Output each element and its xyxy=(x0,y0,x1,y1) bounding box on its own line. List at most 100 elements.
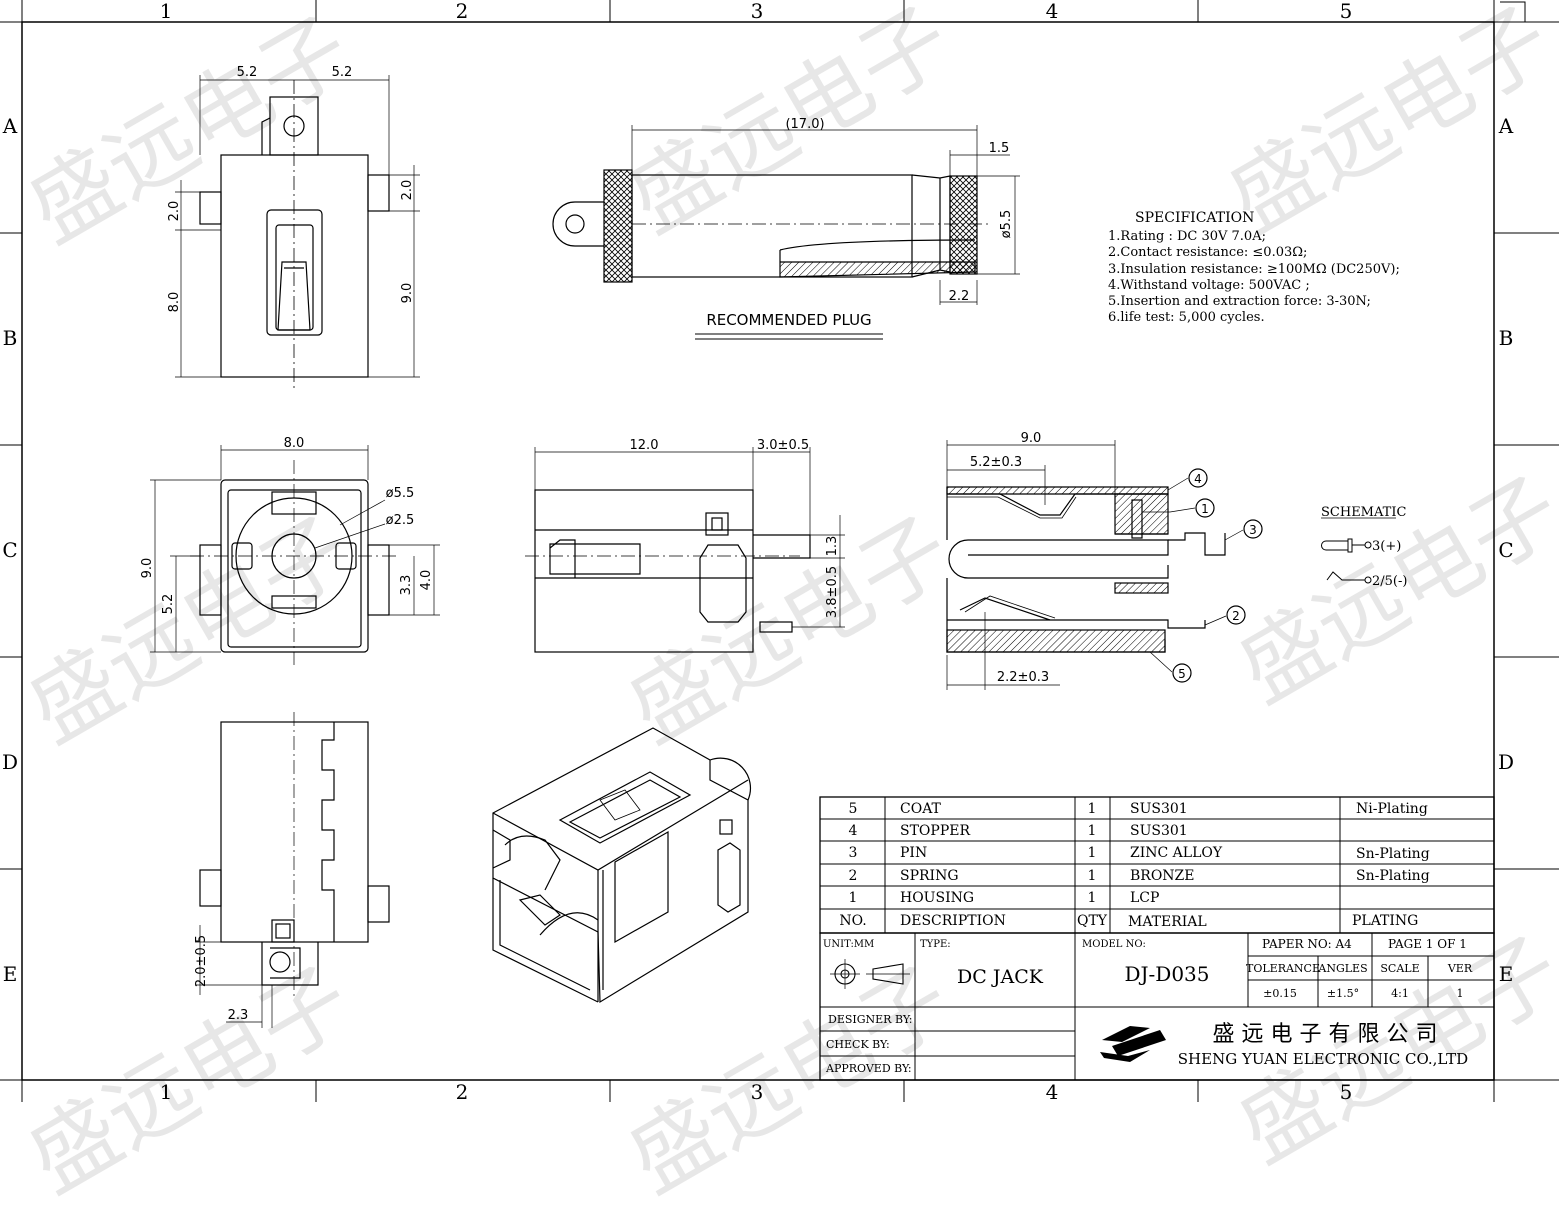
svg-text:MATERIAL: MATERIAL xyxy=(1128,914,1207,930)
type-label: TYPE: xyxy=(920,939,951,950)
svg-text:4.0: 4.0 xyxy=(419,570,434,591)
svg-text:B: B xyxy=(1499,326,1514,350)
svg-text:4: 4 xyxy=(1046,0,1059,23)
svg-text:1.5: 1.5 xyxy=(989,141,1010,156)
svg-text:5.2: 5.2 xyxy=(332,65,353,80)
svg-text:2.3: 2.3 xyxy=(228,1008,249,1023)
spec-item: 2.Contact resistance: ≤0.03Ω; xyxy=(1108,245,1307,260)
svg-text:ZINC ALLOY: ZINC ALLOY xyxy=(1130,845,1223,861)
front-view-dims: 8.0 ø5.5 ø2.5 9.0 5.2 3.3 4.0 xyxy=(140,436,434,614)
svg-text:9.0: 9.0 xyxy=(400,283,415,304)
svg-text:2.0: 2.0 xyxy=(400,180,415,201)
svg-text:3: 3 xyxy=(751,1080,764,1102)
unit-label: UNIT:MM xyxy=(823,939,874,950)
bottom-view xyxy=(195,712,390,1028)
spec-item: 6.life test: 5,000 cycles. xyxy=(1108,310,1265,325)
bom-row: 4 STOPPER 1 SUS301 xyxy=(849,823,1188,839)
svg-text:SPRING: SPRING xyxy=(900,868,959,884)
svg-text:ø2.5: ø2.5 xyxy=(386,513,415,528)
svg-text:2: 2 xyxy=(456,0,469,23)
company-logo-icon xyxy=(1100,1026,1166,1062)
bom-header: NO. DESCRIPTION QTY MATERIAL PLATING xyxy=(839,913,1418,930)
specification: SPECIFICATION 1.Rating : DC 30V 7.0A; 2.… xyxy=(1108,210,1400,325)
section-view-dims: 9.0 5.2±0.3 2.2±0.3 4 1 3 2 5 xyxy=(970,431,1257,685)
svg-text:A: A xyxy=(2,114,18,138)
top-view xyxy=(175,75,420,390)
model-label: MODEL NO: xyxy=(1082,939,1146,950)
svg-text:5: 5 xyxy=(849,801,858,817)
callout-1: 1 xyxy=(1201,502,1209,516)
bom-row: 2 SPRING 1 BRONZE Sn-Plating xyxy=(849,868,1430,884)
svg-text:3: 3 xyxy=(849,845,858,861)
svg-text:B: B xyxy=(3,326,18,350)
svg-text:8.0: 8.0 xyxy=(284,436,305,451)
top-view-dims: 5.2 5.2 2.0 8.0 2.0 9.0 xyxy=(167,65,415,312)
svg-text:1: 1 xyxy=(160,1080,173,1102)
spec-item: 4.Withstand voltage: 500VAC ; xyxy=(1108,278,1310,293)
svg-text:ø5.5: ø5.5 xyxy=(999,210,1014,239)
svg-text:PIN: PIN xyxy=(900,845,927,861)
svg-text:VER: VER xyxy=(1447,962,1473,975)
schematic xyxy=(1321,517,1396,584)
callout-5: 5 xyxy=(1178,667,1186,681)
svg-text:1: 1 xyxy=(1088,868,1097,884)
plug-title: RECOMMENDED PLUG xyxy=(706,311,871,329)
drawing-sheet: 1 2 3 4 5 1 2 3 4 5 A B C D E A B C D E xyxy=(0,0,1559,1102)
company-name-en: SHENG YUAN ELECTRONIC CO.,LTD xyxy=(1178,1050,1468,1068)
spec-item: 1.Rating : DC 30V 7.0A; xyxy=(1108,229,1266,244)
svg-text:1: 1 xyxy=(1088,801,1097,817)
schematic-pin-negative: 2/5(-) xyxy=(1372,574,1407,589)
designer-label: DESIGNER BY: xyxy=(828,1013,912,1026)
svg-text:D: D xyxy=(1498,750,1514,774)
side-view xyxy=(525,447,845,653)
bom-row: 3 PIN 1 ZINC ALLOY Sn-Plating xyxy=(849,845,1430,862)
callout-2: 2 xyxy=(1232,609,1240,623)
front-view xyxy=(150,445,440,665)
svg-text:5.2: 5.2 xyxy=(237,65,258,80)
callout-3: 3 xyxy=(1249,523,1257,537)
type-value: DC JACK xyxy=(957,966,1044,988)
spec-item: 3.Insulation resistance: ≥100MΩ (DC250V)… xyxy=(1108,262,1400,277)
grid-labels: 1 2 3 4 5 1 2 3 4 5 A B C D E A B C D E xyxy=(2,0,1514,1102)
svg-text:5.2±0.3: 5.2±0.3 xyxy=(970,455,1022,470)
svg-text:5.2: 5.2 xyxy=(161,594,176,615)
paper-no: PAPER NO: A4 xyxy=(1262,937,1352,951)
svg-text:ø5.5: ø5.5 xyxy=(386,486,415,501)
svg-text:Sn-Plating: Sn-Plating xyxy=(1356,868,1430,884)
plug-dims: (17.0) 1.5 ø5.5 2.2 RECOMMENDED PLUG xyxy=(706,117,1014,329)
svg-text:2.2±0.3: 2.2±0.3 xyxy=(997,670,1049,685)
svg-text:3.8±0.5: 3.8±0.5 xyxy=(825,566,840,618)
svg-text:SUS301: SUS301 xyxy=(1130,801,1188,817)
svg-text:4: 4 xyxy=(1046,1080,1059,1102)
isometric-view xyxy=(492,727,752,1004)
svg-text:PLATING: PLATING xyxy=(1352,913,1418,929)
svg-text:3: 3 xyxy=(751,0,764,23)
title-block-text: UNIT:MM TYPE: DC JACK MODEL NO: DJ-D035 … xyxy=(823,937,1473,1075)
check-label: CHECK BY: xyxy=(826,1038,890,1051)
svg-text:±1.5°: ±1.5° xyxy=(1327,987,1359,1000)
side-view-dims: 12.0 3.0±0.5 1.3 3.8±0.5 xyxy=(630,438,840,618)
svg-text:2.0: 2.0 xyxy=(167,201,182,222)
approved-label: APPROVED BY: xyxy=(825,1062,912,1075)
svg-text:STOPPER: STOPPER xyxy=(900,823,970,839)
spec-title: SPECIFICATION xyxy=(1135,210,1254,226)
svg-text:1: 1 xyxy=(1088,823,1097,839)
svg-text:E: E xyxy=(1499,962,1514,986)
schematic-title: SCHEMATIC xyxy=(1321,505,1406,520)
svg-text:3.3: 3.3 xyxy=(399,575,414,596)
svg-text:NO.: NO. xyxy=(839,913,866,929)
svg-text:Sn-Plating: Sn-Plating xyxy=(1356,846,1430,862)
svg-text:±0.15: ±0.15 xyxy=(1263,987,1297,1000)
plug-view xyxy=(552,125,1020,340)
callout-4: 4 xyxy=(1194,472,1202,486)
svg-text:5: 5 xyxy=(1340,0,1353,23)
svg-text:2.2: 2.2 xyxy=(949,289,970,304)
svg-text:4: 4 xyxy=(849,823,858,839)
svg-text:E: E xyxy=(3,962,18,986)
svg-text:2: 2 xyxy=(456,1080,469,1102)
svg-text:BRONZE: BRONZE xyxy=(1130,868,1195,884)
section-view xyxy=(946,440,1263,690)
svg-text:2: 2 xyxy=(849,868,858,884)
svg-text:SUS301: SUS301 xyxy=(1130,823,1188,839)
svg-text:Ni-Plating: Ni-Plating xyxy=(1356,801,1428,817)
